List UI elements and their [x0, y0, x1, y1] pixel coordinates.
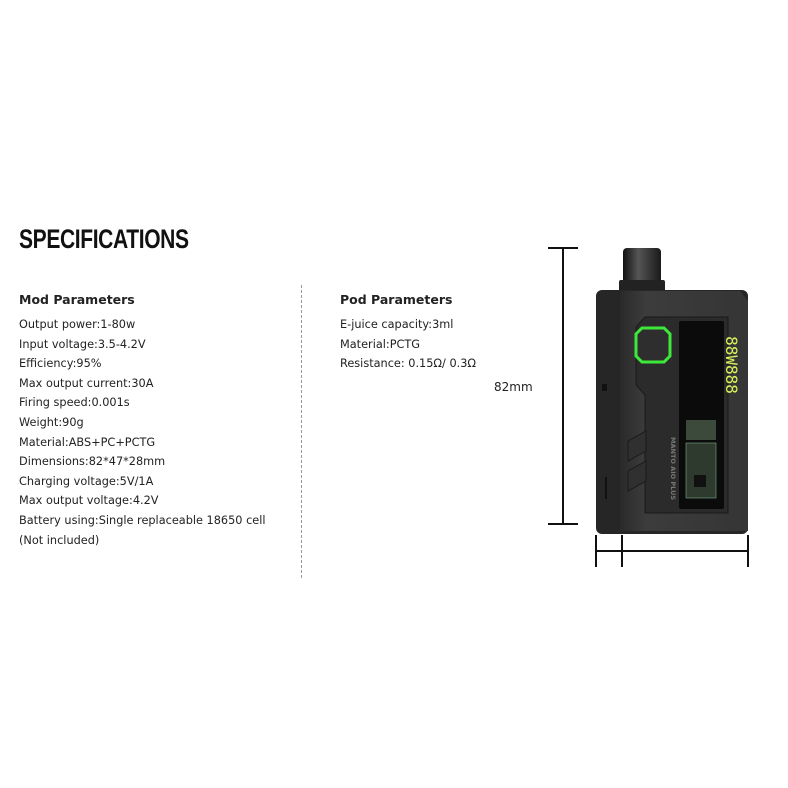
page-title: SPECIFICATIONS — [19, 224, 189, 254]
spec-item: Efficiency:95% — [19, 357, 102, 371]
fire-button-green — [634, 326, 672, 364]
usb-slot — [605, 477, 607, 499]
spec-item: E-juice capacity:3ml — [340, 318, 454, 331]
spec-item: Dimensions:82*47*28mm — [19, 455, 166, 469]
svg-text:88W888: 88W888 — [722, 336, 741, 394]
width-dimension-line — [595, 535, 751, 567]
spec-item: (Not included) — [19, 533, 100, 547]
adjust-buttons — [627, 430, 647, 492]
display-screen: 88W888 — [679, 321, 741, 509]
height-dimension-label: 82mm — [494, 380, 533, 394]
mouthpiece — [619, 248, 665, 292]
vape-device-illustration: 88W888 MANTO AIO PLUS — [596, 248, 748, 534]
spec-item: Input voltage:3.5-4.2V — [19, 337, 146, 351]
pod-parameters-list: E-juice capacity:3ml Material:PCTG Resis… — [340, 315, 476, 374]
spec-item: Output power:1-80w — [19, 318, 136, 331]
spec-item: Resistance: 0.15Ω/ 0.3Ω — [340, 357, 477, 371]
mod-parameters-list: Output power:1-80w Input voltage:3.5-4.2… — [19, 315, 266, 550]
spec-item: Firing speed:0.001s — [19, 396, 130, 410]
spec-item: Battery using:Single replaceable 18650 c… — [19, 513, 266, 527]
side-port — [602, 384, 607, 391]
mod-parameters-section: Mod Parameters Output power:1-80w Input … — [19, 292, 266, 550]
pod-parameters-heading: Pod Parameters — [340, 292, 453, 307]
pod-parameters-section: Pod Parameters E-juice capacity:3ml Mate… — [340, 292, 476, 374]
brand-text: MANTO AIO PLUS — [669, 437, 677, 500]
spec-item: Max output current:30A — [19, 376, 154, 390]
mod-parameters-heading: Mod Parameters — [19, 292, 135, 307]
spec-item: Material:ABS+PC+PCTG — [19, 435, 156, 449]
spec-item: Weight:90g — [19, 415, 84, 429]
spec-item: Material:PCTG — [340, 337, 421, 351]
spec-item: Max output voltage:4.2V — [19, 494, 159, 508]
spec-item: Charging voltage:5V/1A — [19, 474, 154, 488]
column-divider — [301, 285, 302, 578]
height-dimension-line — [548, 247, 580, 527]
